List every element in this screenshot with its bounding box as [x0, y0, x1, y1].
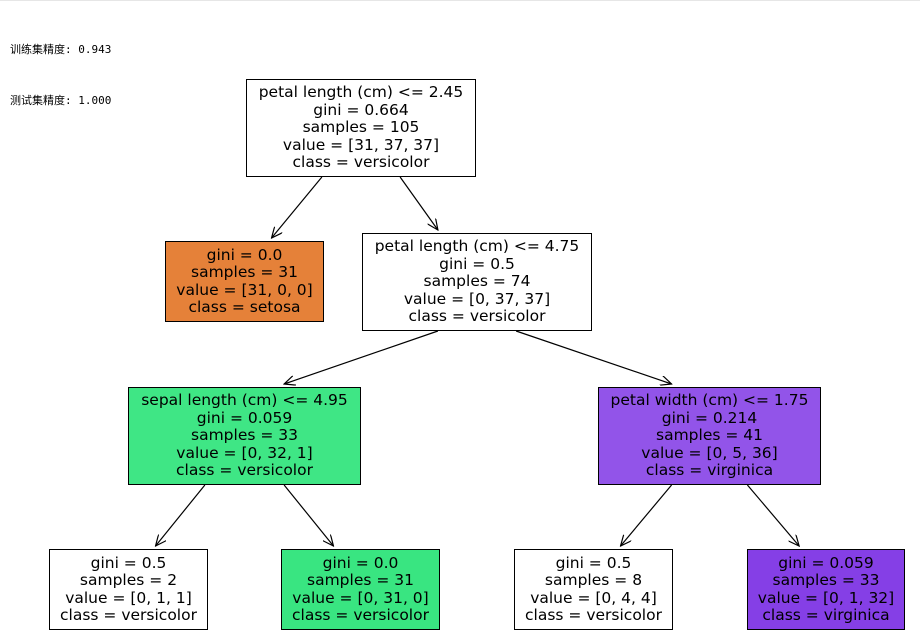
- console-output: 训练集精度: 0.943 测试集精度: 1.000: [10, 7, 111, 126]
- node-text-line: gini = 0.664: [313, 100, 409, 119]
- tree-edge-split-sepal-length-495-to-leaf-versicolor-31: [283, 484, 333, 546]
- node-text-line: class = versicolor: [60, 606, 197, 624]
- node-text-line: petal length (cm) <= 4.75: [374, 237, 580, 256]
- tree-edge-split-petal-length-475-to-split-petal-width-175: [515, 330, 671, 384]
- node-text-line: class = versicolor: [408, 307, 546, 326]
- node-text-line: class = versicolor: [292, 153, 430, 172]
- node-text-line: samples = 2: [79, 571, 178, 589]
- train-accuracy-text: 训练集精度: 0.943: [10, 43, 112, 56]
- node-text-line: value = [0, 37, 37]: [403, 289, 551, 308]
- node-text-line: value = [0, 31, 0]: [292, 588, 429, 607]
- node-text-line: samples = 8: [544, 571, 643, 589]
- node-text-line: value = [0, 5, 36]: [641, 443, 778, 462]
- node-text-line: petal width (cm) <= 1.75: [610, 391, 809, 410]
- cell-divider: [0, 0, 920, 1]
- node-text-line: samples = 33: [772, 571, 880, 589]
- node-text-line: value = [0, 32, 1]: [176, 443, 313, 462]
- node-text-line: class = versicolor: [176, 461, 313, 480]
- node-text-line: samples = 31: [191, 263, 298, 281]
- node-text-line: samples = 33: [191, 426, 298, 445]
- node-text-line: petal length (cm) <= 2.45: [258, 83, 464, 102]
- node-text-line: gini = 0.5: [439, 254, 515, 273]
- node-text-line: value = [31, 37, 37]: [282, 135, 440, 154]
- node-text-line: class = versicolor: [525, 606, 662, 624]
- node-text-line: value = [0, 1, 32]: [757, 588, 895, 607]
- node-text-line: gini = 0.5: [555, 553, 632, 572]
- tree-edge-split-sepal-length-495-to-leaf-versicolor-2: [156, 484, 206, 546]
- node-text-line: samples = 31: [307, 571, 414, 589]
- node-text-line: gini = 0.0: [206, 245, 283, 264]
- node-text-line: gini = 0.059: [778, 553, 874, 572]
- tree-edge-split-petal-length-475-to-split-sepal-length-495: [284, 330, 439, 384]
- node-text-line: sepal length (cm) <= 4.95: [141, 391, 348, 410]
- node-text-line: value = [0, 4, 4]: [530, 588, 657, 607]
- test-accuracy-text: 测试集精度: 1.000: [10, 94, 112, 107]
- node-text-line: class = versicolor: [292, 606, 429, 624]
- node-text-line: value = [0, 1, 1]: [65, 588, 192, 607]
- node-text-line: class = virginica: [762, 606, 890, 624]
- node-text-line: samples = 105: [302, 118, 420, 137]
- node-text-line: gini = 0.214: [661, 408, 758, 427]
- node-text-line: value = [31, 0, 0]: [176, 280, 313, 299]
- node-text-line: gini = 0.0: [322, 553, 399, 572]
- node-text-line: samples = 41: [656, 426, 763, 445]
- tree-edge-root-to-setosa-leaf: [272, 176, 323, 238]
- node-text-line: class = virginica: [645, 461, 774, 480]
- node-text-line: gini = 0.059: [196, 408, 293, 427]
- node-text-line: gini = 0.5: [90, 553, 167, 572]
- tree-edge-split-petal-width-175-to-leaf-versicolor-8: [621, 484, 673, 546]
- node-text-line: samples = 74: [423, 272, 531, 291]
- tree-edge-split-petal-width-175-to-leaf-virginica-33: [746, 484, 799, 546]
- node-text-line: class = setosa: [188, 298, 301, 316]
- tree-edge-root-to-split-petal-length-475: [399, 176, 438, 230]
